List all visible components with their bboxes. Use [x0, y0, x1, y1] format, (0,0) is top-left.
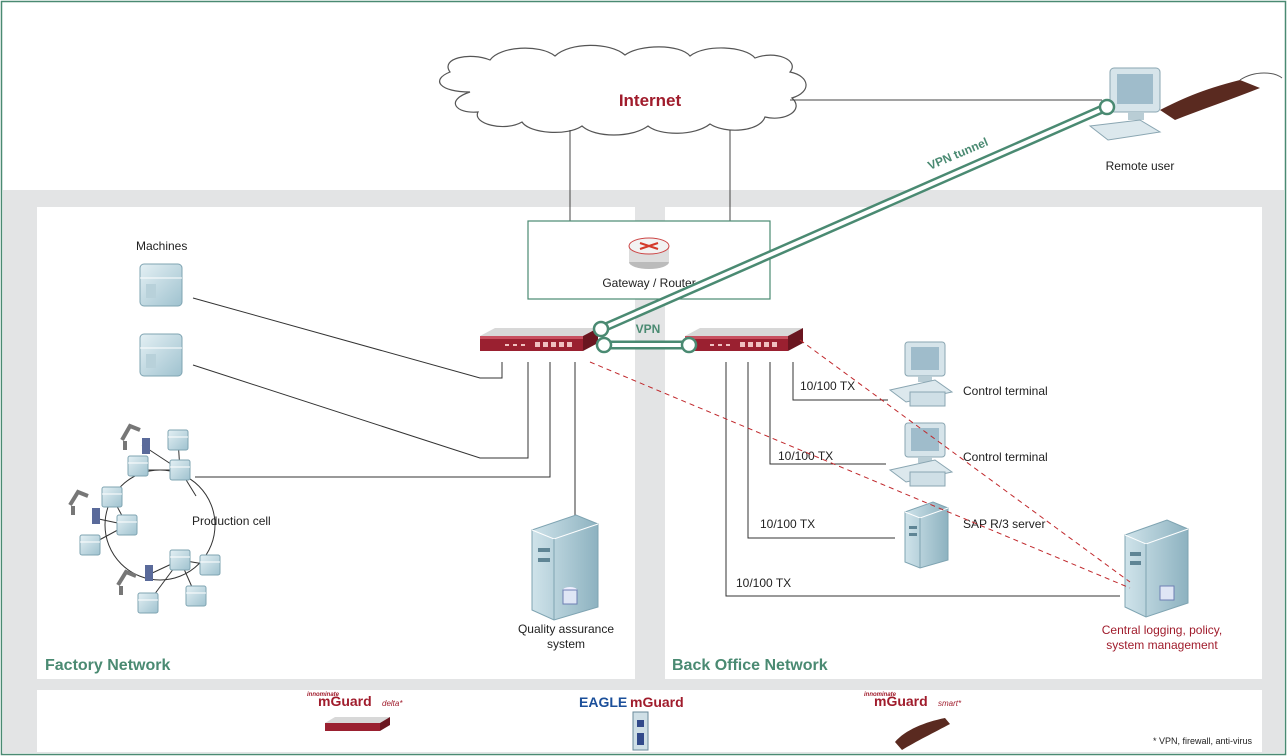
product-delta-name: mGuard [318, 693, 372, 709]
mguard-device-right [685, 328, 803, 351]
central-label-line2: system management [1106, 638, 1218, 652]
vpn-tunnel-line [600, 105, 1108, 331]
vpn-endpoint-right [680, 336, 698, 354]
sap-server-icon [904, 501, 949, 569]
product-mguard-delta: innominate mGuard delta* [307, 692, 403, 731]
quality-assurance-server-icon [531, 514, 599, 621]
router-icon [628, 237, 670, 269]
production-cell-nodes [68, 423, 221, 614]
machines-label: Machines [136, 239, 187, 253]
internet-cloud [439, 44, 807, 136]
remote-user-computer-icon [1088, 67, 1283, 141]
product-eagle-name: mGuard [630, 694, 684, 710]
control-terminal-1-label: Control terminal [963, 384, 1048, 398]
control-terminal-computer-icon [888, 422, 954, 487]
product-smart-prefix: innominate [864, 692, 897, 698]
qa-label-line2: system [547, 637, 585, 651]
product-footnote: * VPN, firewall, anti-virus [1153, 736, 1253, 746]
central-management-server-icon [1124, 519, 1189, 618]
machine-icon [139, 333, 183, 377]
link-label-2: 10/100 TX [778, 449, 833, 463]
back-office-links [725, 362, 1120, 597]
remote-user-label: Remote user [1106, 159, 1175, 173]
gateway-label: Gateway / Router [602, 276, 695, 290]
product-smart-name: mGuard [874, 693, 928, 709]
product-delta-suffix: delta* [382, 699, 403, 708]
internet-label: Internet [619, 91, 682, 110]
link-label-4: 10/100 TX [736, 576, 791, 590]
control-terminal-2-label: Control terminal [963, 450, 1048, 464]
vpn-endpoint-left [595, 336, 613, 354]
link-label-3: 10/100 TX [760, 517, 815, 531]
factory-network-title: Factory Network [45, 657, 170, 674]
link-label-1: 10/100 TX [800, 379, 855, 393]
vpn-label: VPN [636, 322, 661, 336]
product-smart-suffix: smart* [938, 699, 962, 708]
product-eagle-mguard: EAGLE mGuard [579, 694, 684, 751]
production-cell-label: Production cell [192, 514, 271, 528]
gateway-box [527, 220, 771, 300]
products-strip [37, 690, 1262, 752]
vpn-endpoint-left-top [592, 320, 610, 338]
product-mguard-smart: innominate mGuard smart* [864, 692, 962, 750]
factory-links [192, 297, 576, 515]
vpn-tunnel-endpoint [1098, 98, 1116, 116]
control-terminal-computer-icon [888, 341, 954, 407]
product-delta-prefix: innominate [307, 692, 340, 698]
management-links [589, 339, 1131, 589]
back-office-network-title: Back Office Network [672, 657, 828, 674]
product-eagle-prefix: EAGLE [579, 694, 627, 710]
mguard-device-left [480, 328, 598, 351]
qa-label-line1: Quality assurance [518, 622, 614, 636]
machine-icon [139, 263, 183, 307]
central-label-line1: Central logging, policy, [1102, 623, 1223, 637]
sap-server-label: SAP R/3 server [963, 517, 1045, 531]
